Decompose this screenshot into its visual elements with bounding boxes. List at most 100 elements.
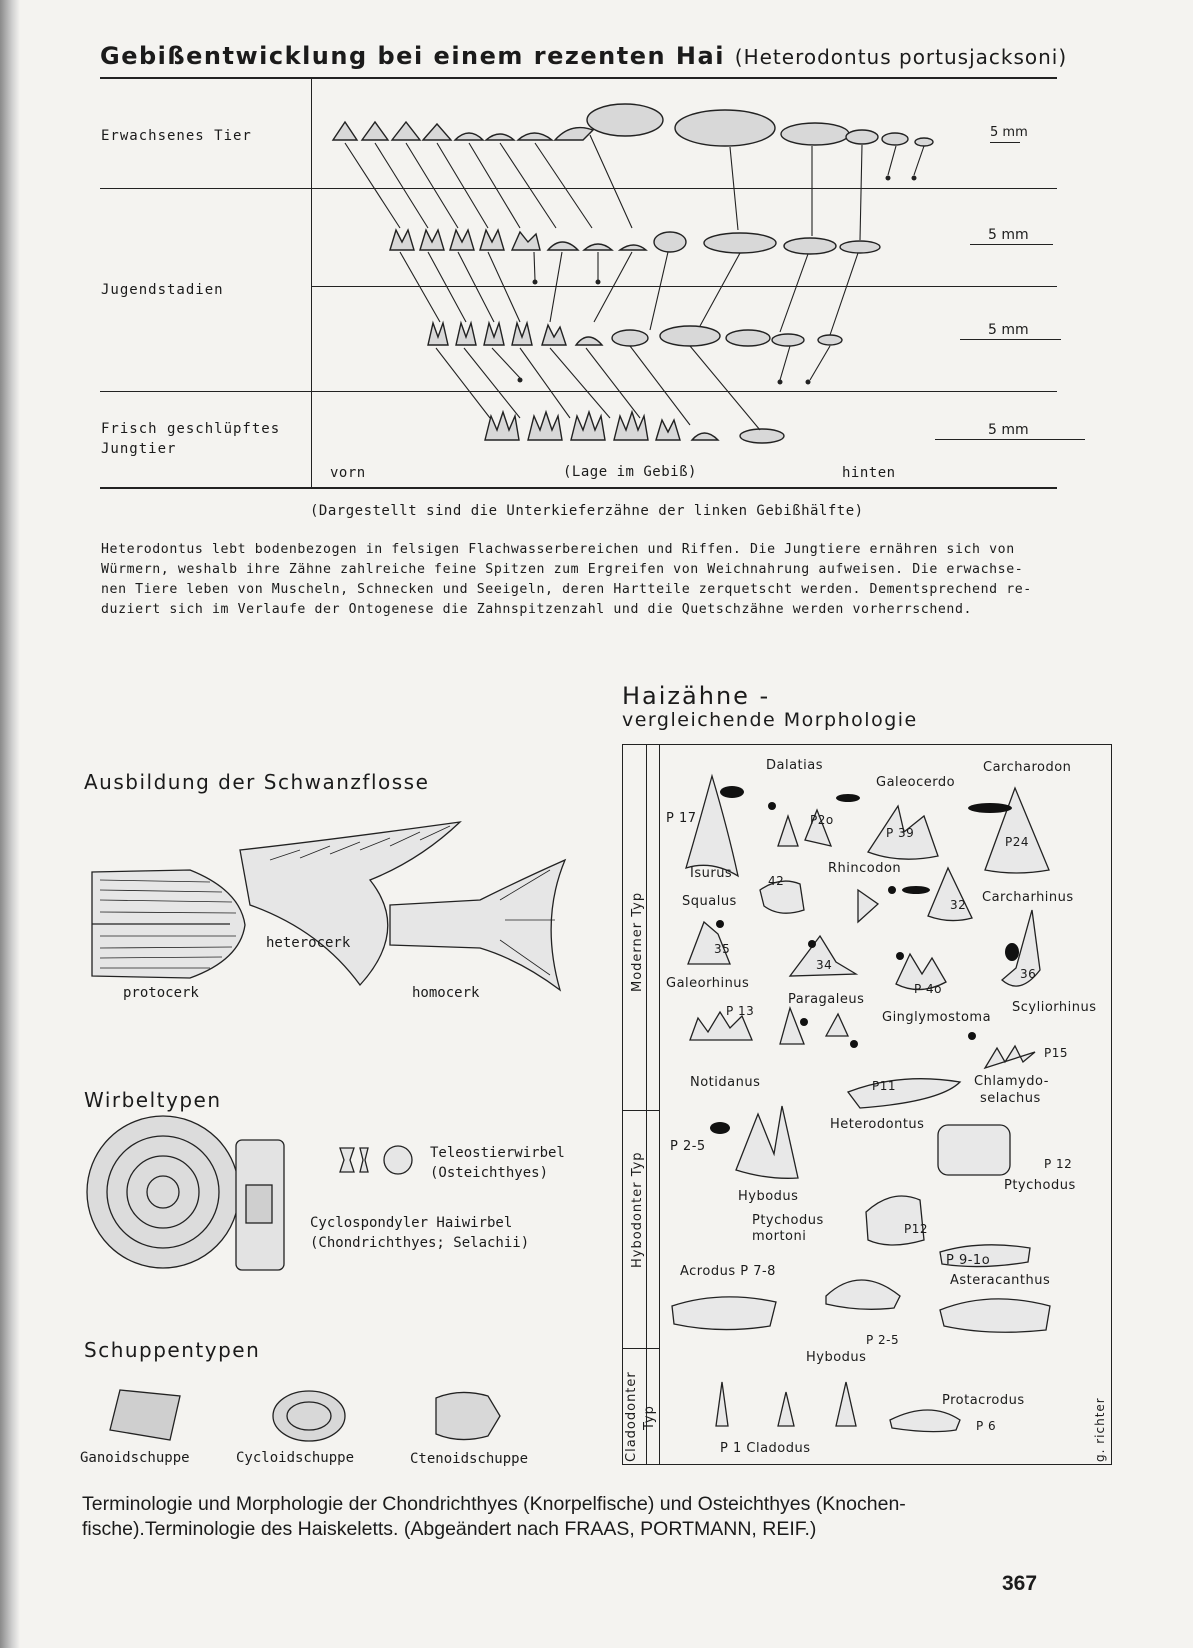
label-p1-cladodus: P 1 Cladodus: [720, 1441, 811, 1456]
section-column-line: [646, 745, 647, 1464]
label-p17: P 17: [666, 811, 697, 826]
label-p11: P11: [872, 1079, 897, 1093]
axis-front: vorn: [330, 465, 366, 481]
label-hybodus-2: Hybodus: [806, 1350, 867, 1365]
paragraph-line-1: Heterodontus lebt bodenbezogen in felsig…: [101, 542, 1015, 557]
title-main: Gebißentwicklung bei einem rezenten Hai: [100, 42, 725, 70]
vertebra-heading: Wirbeltypen: [84, 1088, 222, 1112]
table-top-line: [100, 77, 1057, 79]
label-acrodus: Acrodus P 7-8: [680, 1264, 776, 1279]
row-line-2: [311, 286, 1057, 287]
label-p910: P 9-1o: [946, 1253, 991, 1268]
scale-juvenile-2: 5 mm: [988, 322, 1029, 338]
cyclo-label-1: Cyclospondyler Haiwirbel: [310, 1215, 513, 1231]
section-divider-2: [622, 1348, 660, 1349]
label-34: 34: [816, 958, 833, 972]
label-p13: P 13: [726, 1004, 755, 1018]
teleost-label-1: Teleostierwirbel: [430, 1145, 565, 1161]
label-p6: P 6: [976, 1419, 997, 1433]
label-heterodontus: Heterodontus: [830, 1117, 925, 1132]
scale-hatchling: 5 mm: [988, 422, 1029, 438]
teleost-label-2: (Osteichthyes): [430, 1165, 549, 1181]
scale-adult: 5 mm: [990, 125, 1028, 140]
row-label-juvenile: Jugendstadien: [101, 282, 224, 298]
title-species: (Heterodontus portusjacksoni): [734, 45, 1068, 69]
label-galeorhinus: Galeorhinus: [666, 976, 750, 991]
paragraph-line-3: nen Tiere leben von Muscheln, Schnecken …: [101, 582, 1032, 597]
label-scyliorhinus: Scyliorhinus: [1012, 1000, 1097, 1015]
label-isurus: Isurus: [690, 866, 733, 881]
figure-caption: Terminologie und Morphologie der Chondri…: [82, 1492, 1122, 1542]
label-ginglymostoma: Ginglymostoma: [882, 1010, 992, 1025]
label-ptychodus-mortoni-2: mortoni: [752, 1229, 807, 1244]
row-line-3: [100, 391, 1057, 392]
shark-teeth-title: Haizähne -: [622, 682, 771, 710]
label-ptychodus: Ptychodus: [1004, 1178, 1076, 1193]
section-column-line-2: [659, 745, 660, 1464]
label-carcharodon: Carcharodon: [983, 760, 1072, 775]
label-35: 35: [714, 942, 731, 956]
label-ctenoid: Ctenoidschuppe: [410, 1451, 529, 1467]
label-chlamydo-1: Chlamydo-: [974, 1074, 1049, 1089]
top-caption: (Dargestellt sind die Unterkieferzähne d…: [310, 503, 864, 519]
label-p12-b: P12: [904, 1222, 929, 1236]
label-p25-b: P 2-5: [866, 1333, 900, 1347]
paragraph-line-4: duziert sich im Verlaufe der Ontogenese …: [101, 602, 973, 617]
left-illustrations: [86, 821, 567, 1442]
label-32: 32: [950, 898, 967, 912]
label-p20: P2o: [810, 813, 834, 827]
label-p39: P 39: [886, 826, 915, 840]
label-chlamydo-2: selachus: [980, 1091, 1041, 1106]
label-p24: P24: [1005, 835, 1030, 849]
cyclo-label-2: (Chondrichthyes; Selachii): [310, 1235, 530, 1251]
axis-center: (Lage im Gebiß): [563, 464, 697, 480]
morphology-box: [622, 744, 1112, 1465]
scale-bar-juvenile-1: [970, 244, 1053, 245]
scales-heading: Schuppentypen: [84, 1338, 261, 1362]
shark-teeth-subtitle: vergleichende Morphologie: [622, 709, 918, 731]
axis-back: hinten: [842, 465, 896, 481]
label-cycloid: Cycloidschuppe: [236, 1450, 355, 1466]
label-galeocerdo: Galeocerdo: [876, 775, 956, 790]
label-ptychodus-mortoni-1: Ptychodus: [752, 1213, 824, 1228]
scale-juvenile-1: 5 mm: [988, 227, 1029, 243]
table-divider: [311, 79, 312, 487]
teeth-development-drawing: [331, 103, 934, 444]
label-homocerk: homocerk: [412, 985, 480, 1001]
figure-caption-line-2: fische).Terminologie des Haiskeletts. (A…: [82, 1518, 817, 1540]
label-36: 36: [1020, 967, 1037, 981]
label-p15: P15: [1044, 1046, 1069, 1060]
page-edge-shadow: [0, 0, 20, 1648]
label-dalatias: Dalatias: [766, 758, 824, 773]
label-asteracanthus: Asteracanthus: [950, 1273, 1051, 1288]
paragraph-line-2: Würmern, weshalb ihre Zähne zahlreiche f…: [101, 562, 1024, 577]
page-number: 367: [1002, 1572, 1038, 1595]
scale-bar-juvenile-2: [960, 339, 1061, 340]
label-paragaleus: Paragaleus: [788, 992, 865, 1007]
figure-caption-line-1: Terminologie und Morphologie der Chondri…: [82, 1493, 906, 1515]
scale-bar-hatchling: [935, 439, 1085, 440]
row-label-hatchling-1: Frisch geschlüpftes: [101, 421, 281, 437]
description-paragraph: Heterodontus lebt bodenbezogen in felsig…: [101, 540, 1101, 620]
row-label-adult: Erwachsenes Tier: [101, 128, 252, 144]
row-line-1: [100, 188, 1057, 189]
label-carcharhinus: Carcharhinus: [982, 890, 1074, 905]
label-squalus: Squalus: [682, 894, 737, 909]
label-protacrodus: Protacrodus: [942, 1393, 1025, 1408]
section-divider-1: [622, 1110, 660, 1111]
label-heterocerk: heterocerk: [266, 935, 351, 951]
tail-fin-heading: Ausbildung der Schwanzflosse: [84, 770, 430, 794]
top-figure-title: Gebißentwicklung bei einem rezenten Hai …: [100, 42, 1067, 70]
label-notidanus: Notidanus: [690, 1075, 761, 1090]
shark-teeth-drawings: [671, 773, 1051, 1433]
table-bottom-line: [100, 487, 1057, 489]
scale-bar-adult: [990, 142, 1020, 143]
label-rhincodon: Rhincodon: [828, 861, 902, 876]
label-p12: P 12: [1044, 1157, 1073, 1171]
label-p40: P 4o: [914, 982, 943, 996]
row-label-hatchling-2: Jungtier: [101, 441, 177, 457]
label-p25-a: P 2-5: [670, 1139, 706, 1154]
label-hybodus-1: Hybodus: [738, 1189, 799, 1204]
label-42: 42: [768, 874, 785, 888]
label-ganoid: Ganoidschuppe: [80, 1450, 190, 1466]
